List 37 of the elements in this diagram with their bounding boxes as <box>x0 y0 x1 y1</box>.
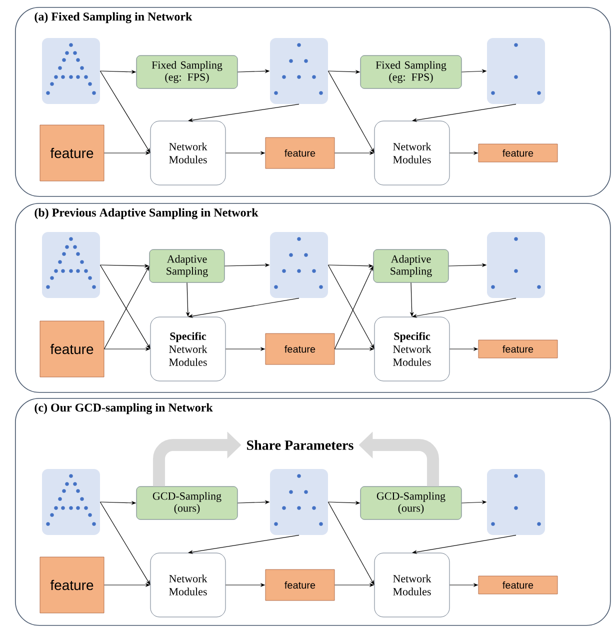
sampling-box: Fixed Sampling (eg: FPS) <box>360 55 462 89</box>
module-box: Specific Network Modules <box>150 316 226 382</box>
point-cloud <box>487 38 545 104</box>
arrow <box>334 266 374 350</box>
sampling-box: Adaptive Sampling <box>149 249 225 283</box>
module-box: Network Modules <box>374 552 450 618</box>
feature-box: feature <box>478 576 558 594</box>
module-box: Network Modules <box>150 552 226 618</box>
point-cloud <box>42 469 100 535</box>
module-box: Network Modules <box>150 120 226 186</box>
sampling-box: Fixed Sampling (eg: FPS) <box>136 55 238 89</box>
feature-box: feature <box>478 144 558 162</box>
feature-box: feature <box>40 556 104 614</box>
sampling-box: GCD-Sampling (ours) <box>360 486 462 520</box>
point-cloud <box>42 232 100 298</box>
point-cloud <box>270 232 328 298</box>
module-box: Network Modules <box>374 120 450 186</box>
arrow <box>100 502 150 585</box>
feature-box: feature <box>40 124 104 182</box>
feature-box: feature <box>265 137 335 169</box>
feature-box: feature <box>40 320 104 378</box>
sampling-box: Adaptive Sampling <box>373 249 449 283</box>
point-cloud <box>270 38 328 104</box>
share-label: Share Parameters <box>247 440 354 450</box>
point-cloud <box>487 232 545 298</box>
sampling-box: GCD-Sampling (ours) <box>136 486 238 520</box>
point-cloud <box>270 469 328 535</box>
feature-box: feature <box>265 333 335 365</box>
arrow <box>328 502 374 585</box>
feature-box: feature <box>478 340 558 358</box>
point-cloud <box>42 38 100 104</box>
module-box: Specific Network Modules <box>374 316 450 382</box>
arrow <box>328 264 374 349</box>
feature-box: feature <box>265 569 335 601</box>
arrow <box>328 70 374 153</box>
point-cloud <box>487 469 545 535</box>
arrow <box>100 70 150 153</box>
